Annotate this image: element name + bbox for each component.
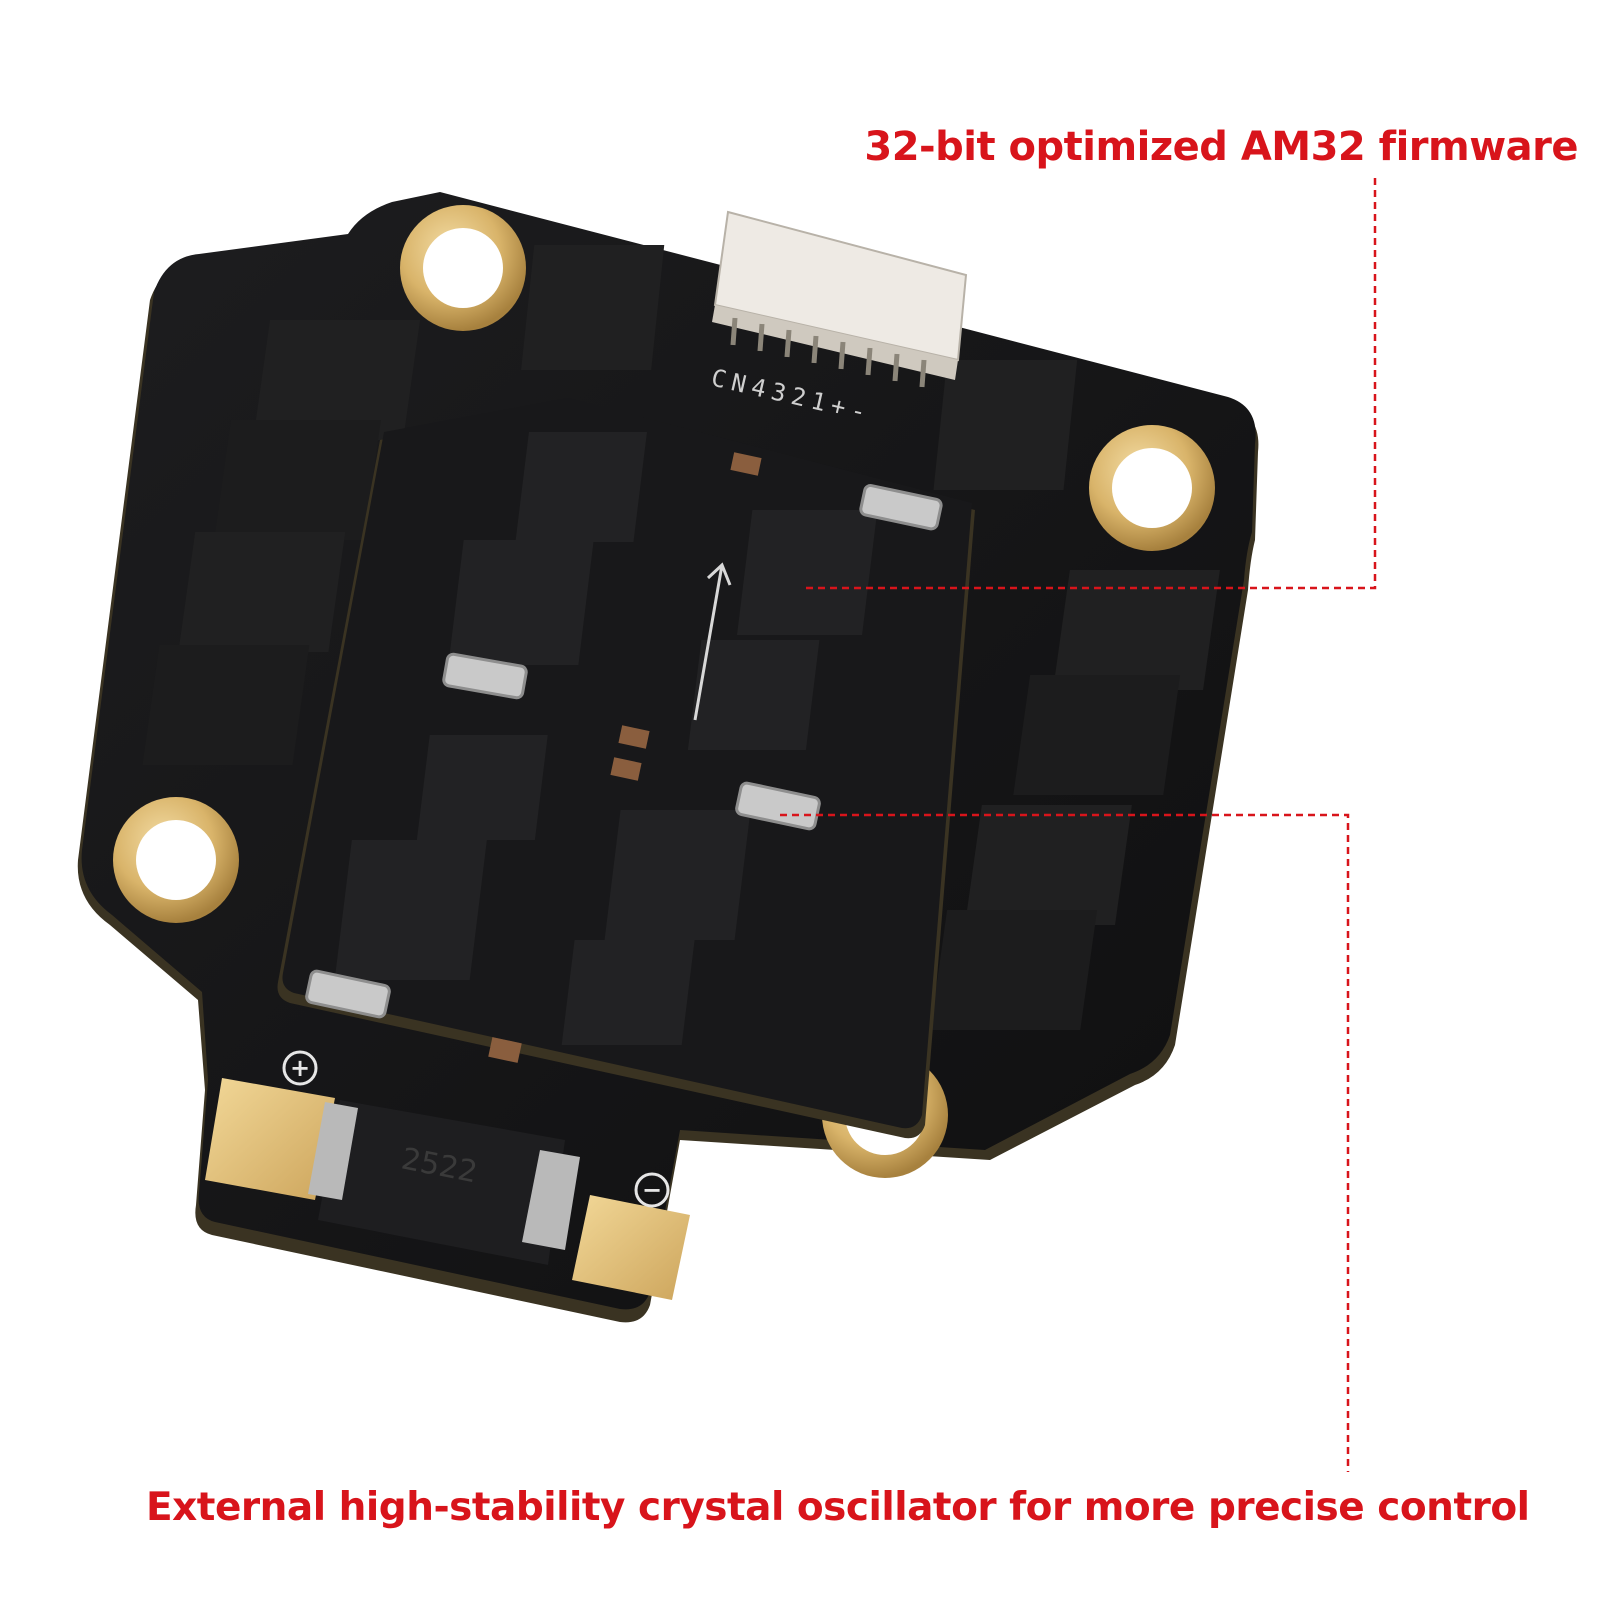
ic-chip (515, 432, 647, 542)
mosfet (253, 320, 421, 440)
negative-symbol-label: − (642, 1176, 662, 1204)
mosfet (964, 805, 1132, 925)
smd-capacitors (488, 452, 762, 1063)
crystal-oscillator (442, 652, 528, 700)
ic-chip (604, 810, 751, 940)
ic-chip (687, 640, 820, 750)
firmware-callout-line (805, 178, 1377, 590)
negative-symbol: − (634, 1172, 670, 1208)
oscillator-callout-line (780, 813, 1350, 1472)
power-pad-negative (572, 1195, 690, 1300)
mosfet (930, 910, 1098, 1030)
crystal-oscillators (305, 484, 943, 1019)
mosfet-top-right (933, 360, 1078, 490)
power-pad-positive (205, 1078, 335, 1200)
ic-chip (737, 510, 878, 635)
mosfet-top-left (521, 245, 665, 370)
ic-chip (561, 940, 695, 1045)
positive-symbol: + (282, 1050, 318, 1086)
smd-capacitor (618, 725, 650, 749)
mosfet (1053, 570, 1220, 690)
mosfet-column-left (142, 320, 421, 765)
direction-arrow (693, 562, 732, 721)
ic-chip (448, 540, 594, 665)
smd-capacitor (730, 452, 762, 476)
firmware-callout: 32-bit optimized AM32 firmware (864, 124, 1578, 170)
smd-capacitor (610, 757, 642, 781)
ic-chips (334, 432, 878, 1045)
crystal-oscillator (305, 969, 391, 1019)
ic-chip (416, 735, 548, 840)
mosfet (1013, 675, 1181, 795)
mounting-hole-top-right (1089, 425, 1215, 551)
signal-connector (712, 210, 968, 388)
mosfet (214, 420, 381, 540)
mosfet-column-right (930, 570, 1220, 1030)
mosfet (178, 532, 346, 652)
smd-capacitor (488, 1037, 522, 1063)
protection-diode (308, 1100, 580, 1265)
positive-symbol-label: + (290, 1054, 310, 1082)
crystal-oscillator (859, 484, 943, 531)
mounting-hole-bottom-left (113, 797, 239, 923)
mosfet (142, 645, 310, 765)
ic-chip (334, 840, 487, 980)
oscillator-callout: External high-stability crystal oscillat… (146, 1485, 1530, 1530)
mounting-hole-top-left (400, 205, 526, 331)
